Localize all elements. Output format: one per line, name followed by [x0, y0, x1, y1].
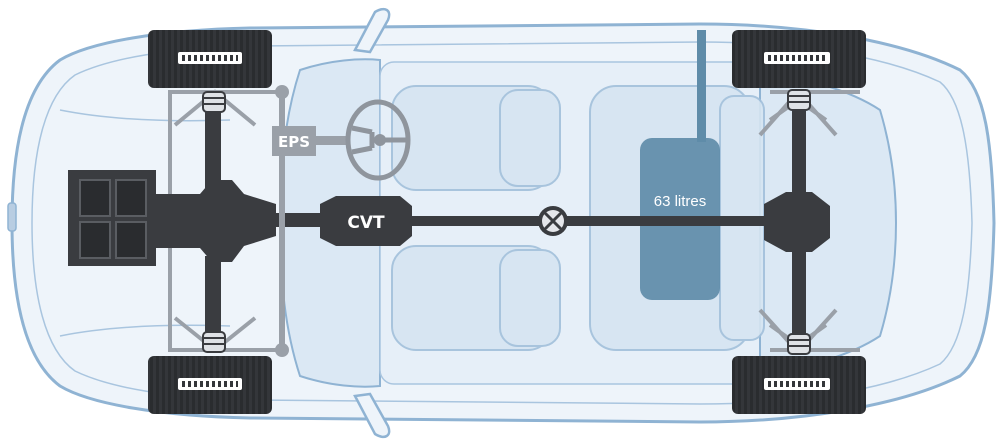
wheel-front-left: [148, 30, 272, 88]
springs: [202, 89, 811, 355]
x-circle-icon: [538, 206, 568, 236]
mirror-left: [353, 8, 391, 54]
front-emblem: [7, 202, 17, 232]
rear-subframe: [770, 90, 860, 352]
eps-label: EPS: [278, 133, 310, 151]
eps-box: [272, 126, 316, 156]
rack-end-top: [275, 85, 289, 99]
wheel-front-right: [148, 356, 272, 414]
wheel-rear-right: [732, 356, 866, 414]
prop-shaft-mid: [410, 216, 540, 226]
rear-axle-lower: [792, 250, 806, 352]
gearbox-housing: [156, 180, 276, 262]
steering-system: EPS: [272, 85, 411, 357]
front-axle-upper: [205, 92, 221, 188]
rear-differential: [764, 192, 830, 252]
rear-axle-upper: [792, 92, 806, 194]
cvt-label: CVT: [347, 213, 385, 233]
spring-rear-right: [787, 333, 811, 355]
front-seat-right-back: [499, 249, 561, 347]
mirror-right: [353, 392, 391, 438]
drivetrain: [68, 92, 830, 352]
front-axle-lower: [205, 256, 221, 352]
fuel-tank-capacity-label: 63 litres: [654, 193, 707, 210]
steering-wheel-icon: [345, 99, 411, 181]
steering-column: [316, 136, 350, 145]
cvt-housing: [320, 196, 412, 246]
spring-front-left: [202, 91, 226, 113]
rack-end-bottom: [275, 343, 289, 357]
spring-front-right: [202, 331, 226, 353]
fuel-filler-pipe: [697, 30, 706, 142]
front-seat-left-back: [499, 89, 561, 187]
spring-rear-left: [787, 89, 811, 111]
engine-cylinders: [79, 179, 147, 259]
prop-shaft-front: [276, 213, 326, 227]
steering-hub: [374, 134, 386, 146]
wheel-rear-left: [732, 30, 866, 88]
prop-shaft-rear: [566, 216, 766, 226]
